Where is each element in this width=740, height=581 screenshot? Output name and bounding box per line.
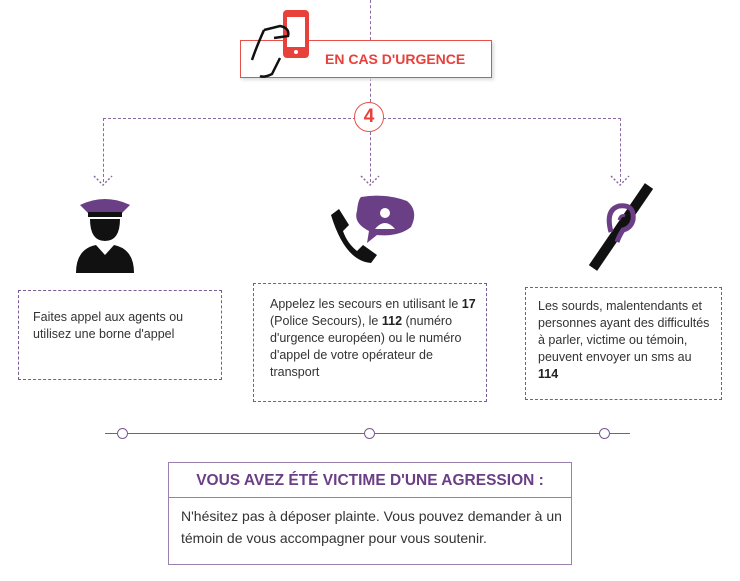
card-text: Les sourds, malentendants et personnes a… <box>538 299 710 364</box>
info-card-emergency-numbers: Appelez les secours en utilisant le 17 (… <box>253 283 487 402</box>
chevrons <box>93 175 630 187</box>
connector <box>620 118 621 182</box>
divider-dot <box>599 428 610 439</box>
card-text: (numéro d'urgence européen) ou le numéro… <box>270 314 462 379</box>
card-text: Faites appel aux agents ou utilisez une … <box>33 310 184 341</box>
phone-hand-icon <box>250 10 309 78</box>
connector <box>370 0 371 40</box>
number-17: 17 <box>461 297 476 311</box>
number-114: 114 <box>538 367 559 381</box>
connector <box>370 132 371 182</box>
urgency-banner: EN CAS D'URGENCE <box>240 40 492 78</box>
number-112: 112 <box>381 314 403 328</box>
step-number: 4 <box>354 102 384 132</box>
card-text: (Police Secours), le <box>270 314 382 328</box>
info-card-sms: Les sourds, malentendants et personnes a… <box>525 287 722 400</box>
banner-title: EN CAS D'URGENCE <box>325 51 466 67</box>
aggression-box: VOUS AVEZ ÉTÉ VICTIME D'UNE AGRESSION : … <box>168 462 572 565</box>
agent-icon <box>76 199 134 273</box>
phone-call-icon <box>331 195 415 263</box>
connector <box>370 78 371 102</box>
chevron-down-icon <box>610 175 630 187</box>
aggression-text: N'hésitez pas à déposer plainte. Vous po… <box>181 508 562 546</box>
deaf-icon <box>588 183 654 271</box>
divider-dot <box>364 428 375 439</box>
chevron-down-icon <box>93 175 113 187</box>
divider-dot <box>117 428 128 439</box>
aggression-title: VOUS AVEZ ÉTÉ VICTIME D'UNE AGRESSION : <box>169 463 571 498</box>
card-text: Appelez les secours en utilisant le <box>270 297 462 311</box>
connector <box>103 118 104 182</box>
chevron-down-icon <box>360 175 380 187</box>
info-card-agents: Faites appel aux agents ou utilisez une … <box>18 290 222 380</box>
